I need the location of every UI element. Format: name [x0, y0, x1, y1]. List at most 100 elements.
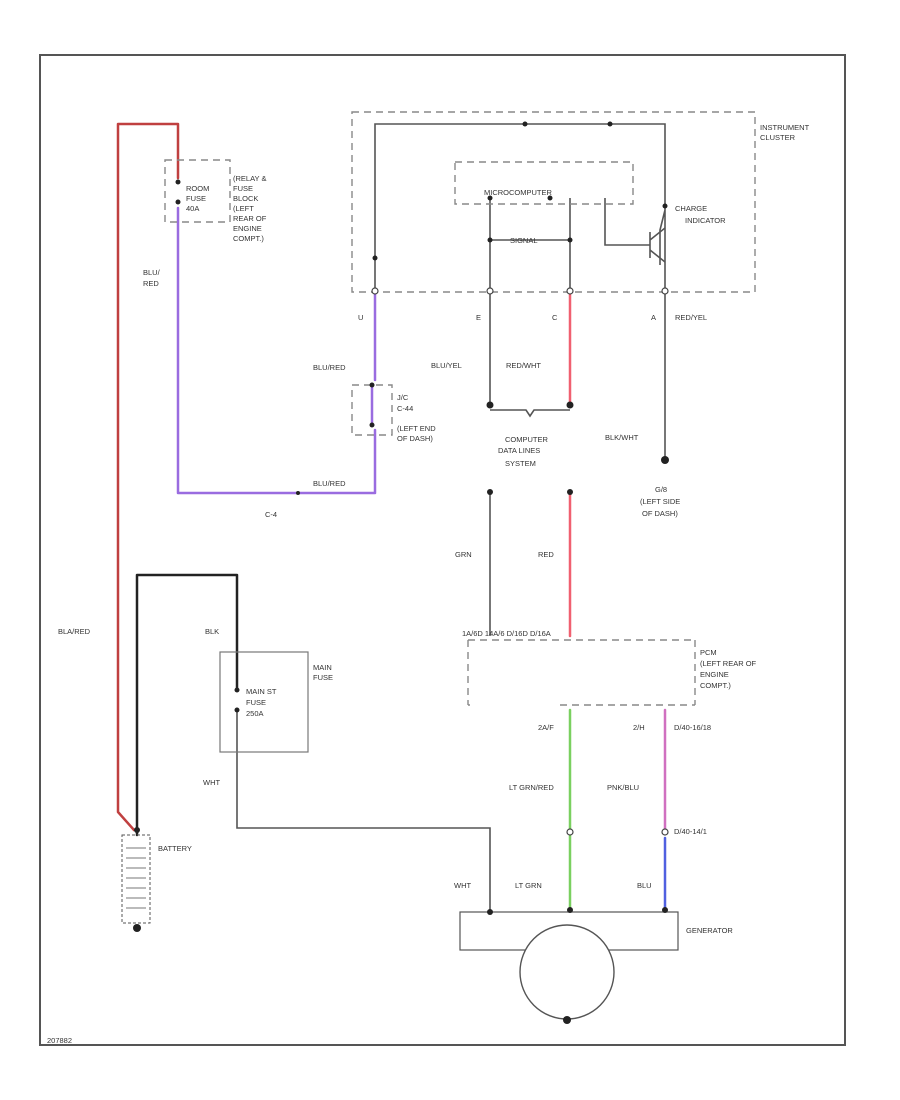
- wire-label-wht-gen: WHT: [454, 881, 471, 890]
- wire-label-lt-grn: LT GRN: [515, 881, 542, 890]
- node-dot: [661, 287, 669, 295]
- ground-dot: [661, 456, 669, 464]
- jc-line: C-44: [397, 404, 413, 413]
- wire-label-blk: BLK: [205, 627, 219, 636]
- room-fuse-line: 40A: [186, 204, 199, 213]
- node-dot: [369, 382, 375, 388]
- charge-indicator-label-1: CHARGE: [675, 204, 707, 213]
- pin-u-label: U: [358, 313, 363, 322]
- jc-box: [351, 384, 393, 436]
- pcm-line: (LEFT REAR OF: [700, 659, 757, 668]
- relay-block-line: (LEFT: [233, 204, 254, 213]
- ground-line: G/8: [655, 485, 667, 494]
- relay-block-box: [164, 159, 231, 223]
- charge-indicator-transistor: [649, 227, 666, 263]
- main-fuse-title-2: FUSE: [313, 673, 333, 682]
- jc-label: J/C C-44 (LEFT END OF DASH): [397, 393, 436, 443]
- battery-cells: [126, 847, 146, 909]
- node-dot: [567, 489, 573, 495]
- instrument-cluster-box: [351, 111, 756, 293]
- generator-symbol: [519, 924, 615, 1020]
- wire-label-red: RED: [538, 550, 554, 559]
- wire-blu-red: [176, 206, 377, 495]
- node-dot: [566, 401, 574, 409]
- figure-id-label: 207882: [47, 1036, 72, 1045]
- ground-dot: [563, 1016, 571, 1024]
- wire-wht: [236, 710, 491, 912]
- pcm-line: ENGINE: [700, 670, 729, 679]
- wire-label-pnk-blu: PNK/BLU: [607, 783, 639, 792]
- pcm-line: PCM: [700, 648, 717, 657]
- wire-label-blu-yel: BLU/YEL: [431, 361, 462, 370]
- node-dot: [175, 199, 181, 205]
- pcm-line: COMPT.): [700, 681, 731, 690]
- wire-label-blu-red-left-1: BLU/: [143, 268, 161, 277]
- main-fuse-line: FUSE: [246, 698, 266, 707]
- node-dot: [487, 909, 493, 915]
- connection-points: [133, 121, 669, 1024]
- data-lines-line: DATA LINES: [498, 446, 540, 455]
- wire-label-lt-grn-red: LT GRN/RED: [509, 783, 554, 792]
- node-dot: [662, 203, 668, 209]
- pin-e-label: E: [476, 313, 481, 322]
- computer-data-lines-label: COMPUTER DATA LINES SYSTEM: [498, 435, 549, 468]
- wire-label-blu-red-left-2: RED: [143, 279, 159, 288]
- wire-bla-red: [116, 122, 180, 832]
- relay-block-line: ENGINE: [233, 224, 262, 233]
- pcm-label: PCM (LEFT REAR OF ENGINE COMPT.): [700, 648, 757, 690]
- node-dot: [566, 287, 574, 295]
- microcomputer-label: MICROCOMPUTER: [484, 188, 552, 197]
- wire-label-blu-red-lower: BLU/RED: [313, 479, 346, 488]
- main-fuse-line: MAIN ST: [246, 687, 277, 696]
- pcm-box: [467, 639, 696, 706]
- room-fuse-line: ROOM: [186, 184, 209, 193]
- node-dot: [234, 707, 240, 713]
- pin-a-label: A: [651, 313, 656, 322]
- relay-block-line: (RELAY &: [233, 174, 267, 183]
- node-dot: [522, 121, 528, 127]
- node-dot: [661, 828, 669, 836]
- ground-g8-label: G/8 (LEFT SIDE OF DASH): [640, 485, 680, 518]
- main-fuse-line: 250A: [246, 709, 264, 718]
- main-fuse-label: MAIN ST FUSE 250A: [246, 687, 277, 718]
- pin-2a-label: 2A/F: [538, 723, 554, 732]
- room-fuse-line: FUSE: [186, 194, 206, 203]
- wire-label-blu: BLU: [637, 881, 652, 890]
- node-dot: [371, 287, 379, 295]
- signal-label: SIGNAL: [510, 236, 538, 245]
- connector-c4-label: C-4: [265, 510, 277, 519]
- room-fuse-label: ROOM FUSE 40A: [186, 184, 209, 213]
- node-dot: [487, 237, 493, 243]
- wire-label-bla-red: BLA/RED: [58, 627, 91, 636]
- instrument-cluster-label-1: INSTRUMENT: [760, 123, 810, 132]
- connector-lower-label: D/40-14/1: [674, 827, 707, 836]
- battery-symbol: [121, 834, 151, 924]
- node-dot: [607, 121, 613, 127]
- relay-block-line: BLOCK: [233, 194, 258, 203]
- jc-line: J/C: [397, 393, 409, 402]
- wire-label-red-yel: RED/YEL: [675, 313, 707, 322]
- node-dot: [486, 287, 494, 295]
- microcomputer-box: [454, 161, 634, 205]
- charge-indicator-label-2: INDICATOR: [685, 216, 726, 225]
- relay-block-label: (RELAY & FUSE BLOCK (LEFT REAR OF ENGINE…: [233, 174, 267, 243]
- generator-label: GENERATOR: [686, 926, 733, 935]
- ground-line: (LEFT SIDE: [640, 497, 680, 506]
- wire-label-blu-red-upper: BLU/RED: [313, 363, 346, 372]
- diagram-border: [39, 54, 846, 1046]
- connector-right-label: D/40-16/18: [674, 723, 711, 732]
- data-lines-bracket: [490, 409, 570, 418]
- relay-block-line: REAR OF: [233, 214, 267, 223]
- node-dot: [134, 827, 140, 833]
- relay-block-line: FUSE: [233, 184, 253, 193]
- instrument-cluster-label-2: CLUSTER: [760, 133, 796, 142]
- main-fuse-title-1: MAIN: [313, 663, 332, 672]
- node-dot: [296, 491, 300, 495]
- node-dot: [372, 255, 378, 261]
- main-fuse-box: [219, 651, 309, 753]
- pin-c-label: C: [552, 313, 558, 322]
- wire-label-wht-left: WHT: [203, 778, 220, 787]
- jc-line: OF DASH): [397, 434, 433, 443]
- node-dot: [175, 179, 181, 185]
